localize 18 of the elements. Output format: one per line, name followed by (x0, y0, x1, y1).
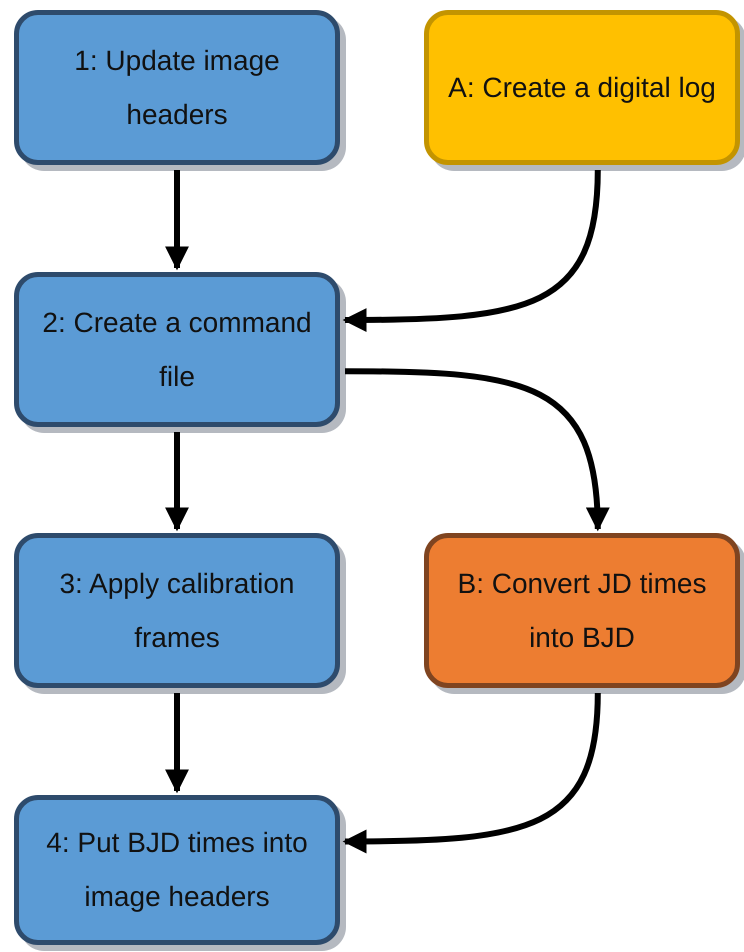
arrow (344, 368, 609, 532)
process-box (424, 533, 740, 688)
arrow (342, 692, 601, 854)
node-label: 3: Apply calibration frames (58, 566, 296, 654)
arrow (165, 432, 189, 532)
process-box (14, 533, 340, 688)
arrow (342, 170, 601, 332)
node-label: 2: Create a command file (41, 306, 313, 394)
arrow (165, 170, 189, 270)
arrow (165, 693, 189, 794)
process-box (14, 10, 340, 165)
process-box (14, 795, 340, 945)
process-box (424, 10, 740, 165)
node-label: A: Create a digital log (447, 70, 717, 105)
node-label: 1: Update image headers (73, 44, 281, 132)
node-label: 4: Put BJD times into image headers (45, 826, 309, 914)
node-label: B: Convert JD times into BJD (456, 566, 708, 654)
process-box (14, 272, 340, 427)
